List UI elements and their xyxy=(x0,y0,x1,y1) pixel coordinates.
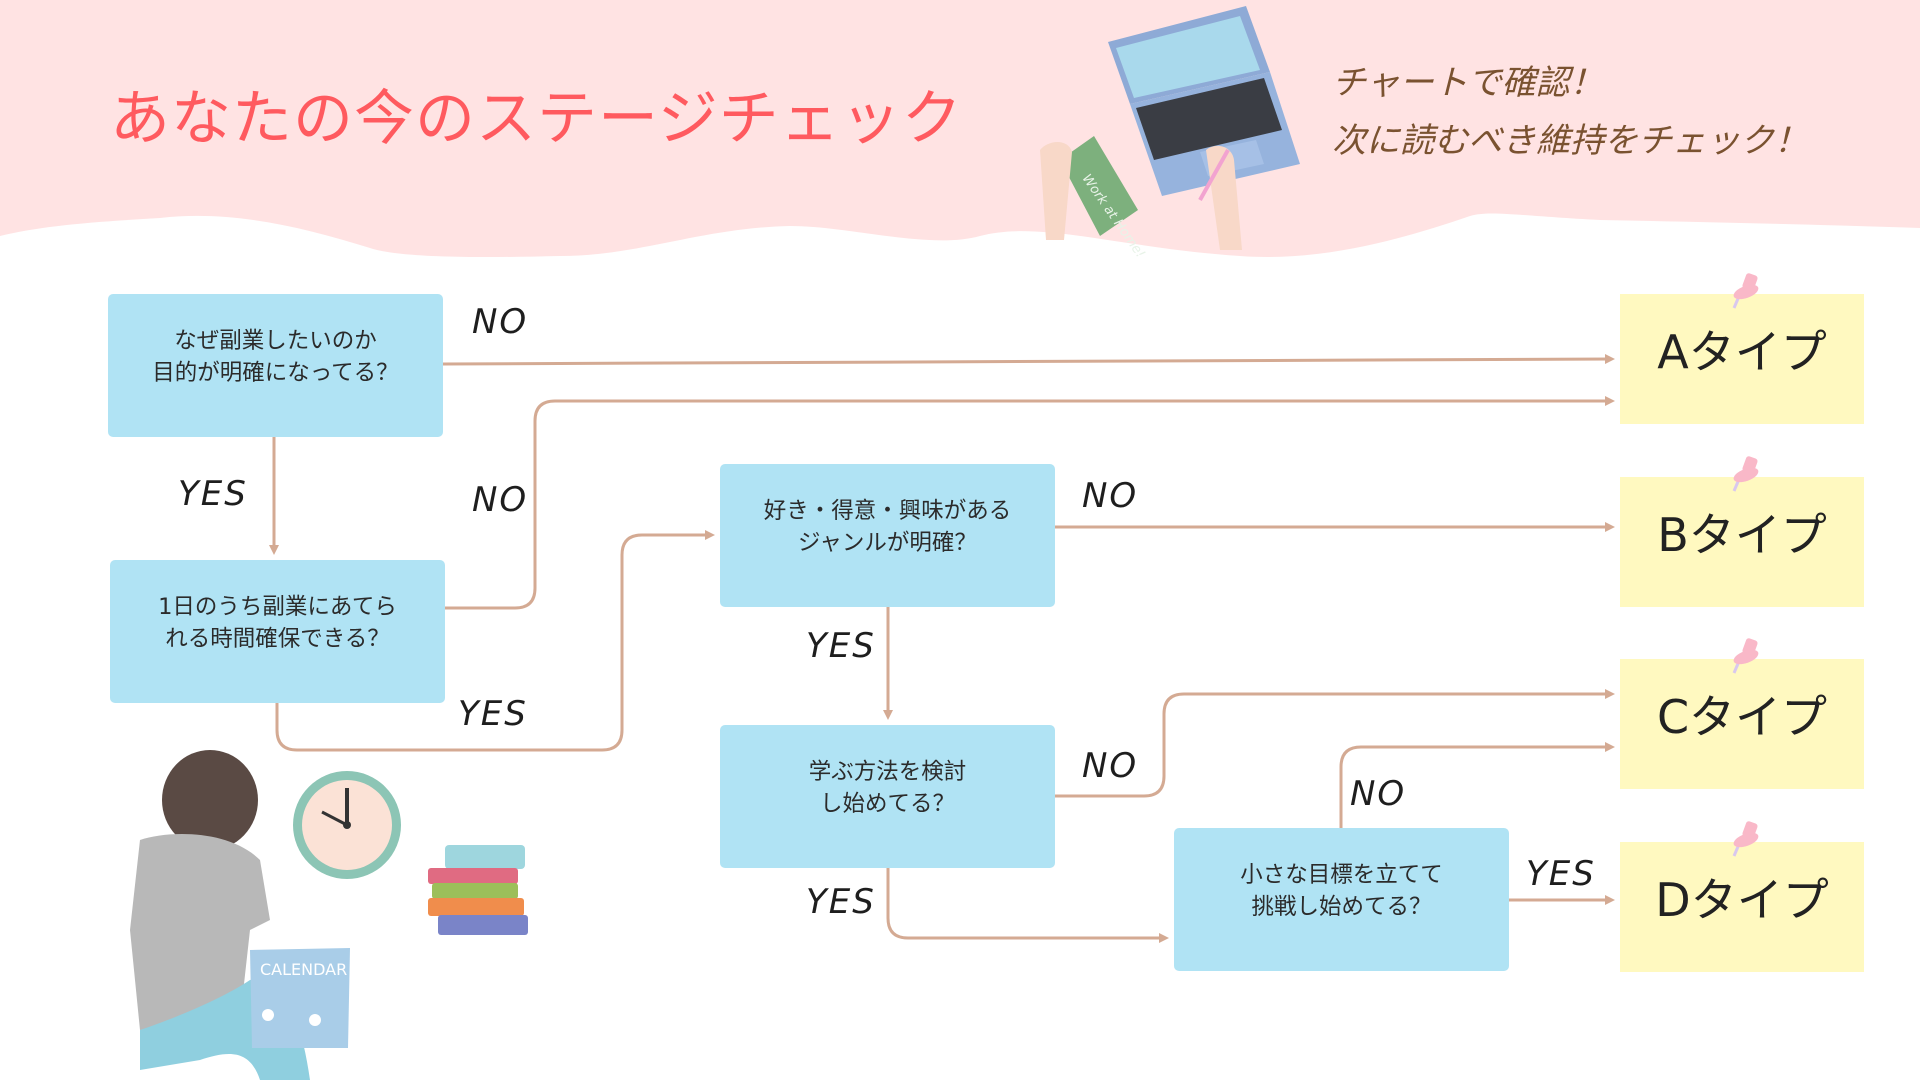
edge-label-q5-no: NO xyxy=(1350,774,1407,814)
calendar-icon: CALENDAR xyxy=(250,948,350,1048)
subtitle-line-1: チャートで確認！ xyxy=(1332,63,1604,103)
result-label: Dタイプ xyxy=(1655,873,1829,927)
edge-label-q4-no: NO xyxy=(1082,746,1139,786)
pushpin-icon xyxy=(1732,638,1759,674)
edge-label-q4-yes: YES xyxy=(806,882,876,922)
edge-label-q2-no: NO xyxy=(472,480,529,520)
result-box-c: Cタイプ xyxy=(1620,638,1864,789)
edge-label-q5-yes: YES xyxy=(1526,854,1596,894)
header-subtitle: チャートで確認！ 次に読むべき維持をチェック！ xyxy=(1332,54,1808,170)
person-illustration: CALENDAR xyxy=(130,750,528,1080)
connector-q4-to-q5 xyxy=(886,867,1169,943)
question-box-q4: 学ぶ方法を検討 し始めてる？ xyxy=(720,725,1055,868)
result-label: Bタイプ xyxy=(1657,508,1827,562)
laptop-illustration: Work at Home! xyxy=(1040,6,1300,260)
calendar-label: CALENDAR xyxy=(260,960,347,979)
header-wave xyxy=(0,0,1920,258)
edge-label-q2-yes: YES xyxy=(458,694,528,734)
edge-label-q3-no: NO xyxy=(1082,476,1139,516)
pencil-icon xyxy=(1198,149,1230,201)
notebook-icon: Work at Home! xyxy=(1060,136,1148,260)
question-text: なぜ副業したいのか 目的が明確になってる？ xyxy=(152,327,399,386)
result-label: Cタイプ xyxy=(1656,690,1828,744)
question-text: 学ぶ方法を検討 し始めてる？ xyxy=(808,758,967,817)
clock-icon xyxy=(293,771,401,879)
result-box-b: Bタイプ xyxy=(1620,456,1864,607)
header-background xyxy=(0,0,1920,258)
question-box-q1: なぜ副業したいのか 目的が明確になってる？ xyxy=(108,294,443,437)
connector-q1-to-a xyxy=(442,354,1615,366)
edge-label-q1-yes: YES xyxy=(178,474,248,514)
edge-label-q3-yes: YES xyxy=(806,626,876,666)
result-box-d: Dタイプ xyxy=(1620,821,1864,972)
question-box-q2: 1日のうち副業にあてら れる時間確保できる？ xyxy=(110,560,445,703)
books-icon xyxy=(428,845,528,935)
pushpin-icon xyxy=(1732,273,1759,309)
result-box-a: Aタイプ xyxy=(1620,273,1864,424)
laptop-icon xyxy=(1108,6,1300,196)
hands-icon xyxy=(1040,142,1242,250)
question-text: 小さな目標を立てて 挑戦し始めてる？ xyxy=(1240,861,1443,920)
page-title: あなたの今のステージチェック xyxy=(110,84,963,154)
pushpin-icon xyxy=(1732,456,1759,492)
edge-label-q1-no: NO xyxy=(472,302,529,342)
subtitle-line-2: 次に読むべき維持をチェック！ xyxy=(1332,121,1808,161)
question-box-q3: 好き・得意・興味がある ジャンルが明確？ xyxy=(720,464,1055,607)
question-text: 好き・得意・興味がある ジャンルが明確？ xyxy=(763,497,1012,556)
pushpin-icon xyxy=(1732,821,1759,857)
result-label: Aタイプ xyxy=(1657,325,1827,379)
question-text: 1日のうち副業にあてら れる時間確保できる？ xyxy=(158,593,397,652)
connector-q4-to-c xyxy=(1055,689,1615,798)
question-box-q5: 小さな目標を立てて 挑戦し始めてる？ xyxy=(1174,828,1509,971)
